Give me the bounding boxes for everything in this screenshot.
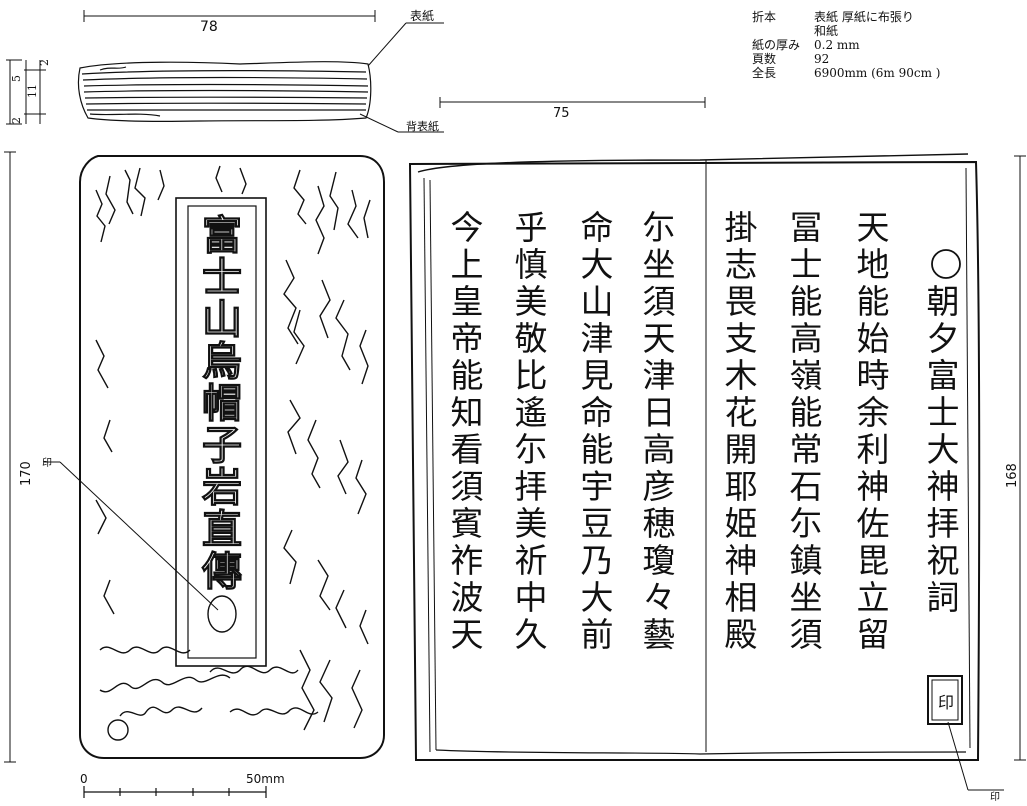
opening-circle-mark	[931, 249, 961, 279]
page-seal-text: 印	[938, 693, 954, 712]
thickness-dimensions	[6, 59, 46, 125]
height-dimension-170	[4, 151, 16, 763]
page-column-1: 朝夕富士大神拝祝詞	[921, 284, 960, 617]
page-column-8: 今上皇帝能知看須賓祚波天	[445, 210, 484, 654]
page-column-6: 命大山津見命能宇豆乃大前	[575, 210, 614, 654]
page-column-2: 天地能始時余利神佐毘立留	[851, 210, 890, 654]
thick-5: 5	[10, 75, 23, 82]
scale-zero: 0	[80, 772, 88, 786]
thick-11: 11	[26, 84, 39, 98]
spine-view	[77, 61, 372, 122]
info-row-5: 全長 6900mm (6m 90cm )	[752, 66, 941, 80]
info-value-5: 6900mm (6m 90cm )	[814, 66, 941, 80]
thick-2a: 2	[38, 59, 51, 66]
info-value-4: 92	[814, 52, 830, 66]
open-book	[408, 153, 981, 761]
page-column-4: 掛志畏支木花開耶姫神相殿	[719, 210, 758, 654]
info-key-5: 全長	[752, 66, 777, 80]
info-row-3: 紙の厚み 0.2 mm	[752, 38, 941, 52]
top-dimension-78	[83, 10, 376, 22]
info-block: 折本 表紙 厚紙に布張り 和紙 紙の厚み 0.2 mm 頁数 92 全長 690…	[752, 10, 941, 80]
page-column-7: 乎慎美敬比遙尓拝美祈中久	[509, 210, 548, 654]
info-row-4: 頁数 92	[752, 52, 941, 66]
dim-78-label: 78	[200, 19, 218, 35]
left-stamp-label: 印	[42, 457, 52, 469]
page-column-3: 冨士能高嶺能常石尓鎮坐須	[784, 210, 823, 654]
inner-dimension-75	[439, 97, 706, 108]
info-key-1: 折本	[752, 10, 777, 24]
info-row-2: 和紙	[752, 24, 941, 38]
front-cover	[79, 155, 385, 759]
left-stamp-leader	[44, 461, 237, 633]
info-key-2	[752, 24, 814, 38]
title-label-frame	[175, 197, 267, 667]
page-column-5: 尓坐須天津日高彦穂瓊々藝	[637, 210, 676, 654]
info-key-3: 紙の厚み	[752, 38, 801, 52]
cover-title: 富士山烏帽子岩直傳	[195, 214, 243, 593]
dim-170-label: 170	[19, 461, 34, 486]
back-cover-leader	[359, 113, 444, 133]
info-value-1: 表紙 厚紙に布張り	[814, 10, 914, 24]
info-key-4: 頁数	[752, 52, 777, 66]
right-stamp-leader	[947, 721, 1004, 791]
scale-50: 50mm	[246, 772, 285, 786]
thick-2b: 2	[10, 117, 23, 124]
page-seal	[927, 675, 963, 725]
info-value-3: 0.2 mm	[814, 38, 860, 52]
info-value-2: 和紙	[814, 24, 839, 38]
info-row-1: 折本 表紙 厚紙に布張り	[752, 10, 941, 24]
dim-168-label: 168	[1005, 463, 1020, 488]
scale-bar	[83, 786, 267, 798]
right-stamp-label: 印	[990, 791, 1000, 802]
dim-75-label: 75	[553, 106, 570, 121]
cover-label: 表紙	[410, 8, 434, 23]
height-dimension-168	[1014, 155, 1026, 761]
back-cover-label: 背表紙	[406, 119, 439, 133]
cloth-texture	[95, 165, 371, 741]
cover-leader	[367, 22, 444, 67]
